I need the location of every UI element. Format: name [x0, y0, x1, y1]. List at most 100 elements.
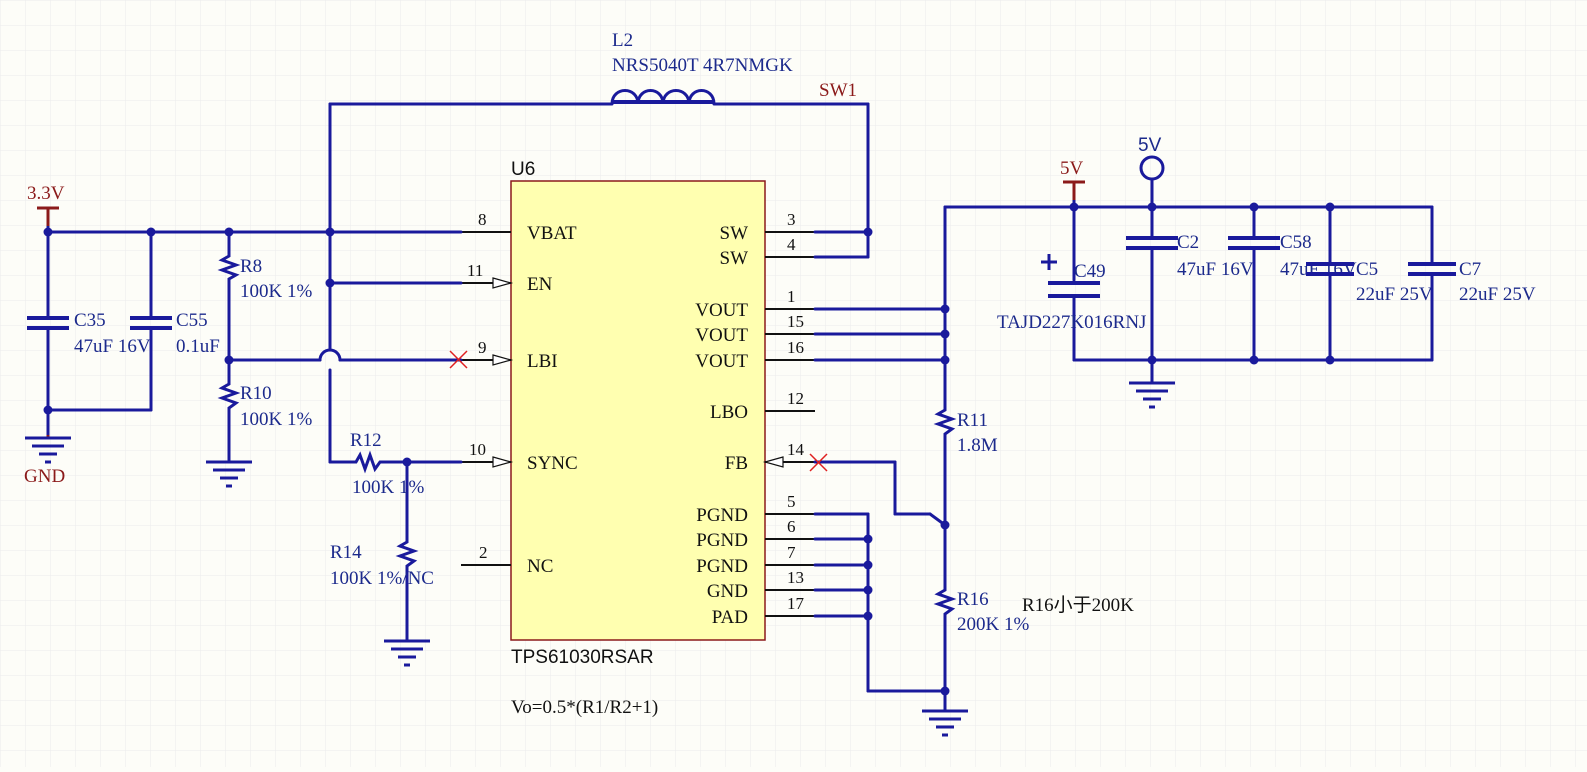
- ground-symbol-r10: [206, 460, 252, 488]
- r12-value: 100K 1%: [352, 477, 424, 498]
- pin-name-lbo: LBO: [710, 402, 748, 423]
- c58-ref: C58: [1280, 232, 1312, 253]
- pin-number-16: 16: [787, 338, 804, 357]
- pin-number-10: 10: [469, 440, 486, 459]
- pin-number-12: 12: [787, 389, 804, 408]
- u6-ref: U6: [511, 159, 535, 180]
- pin-name-sw-3: SW: [720, 223, 749, 244]
- pin-name-en: EN: [527, 274, 553, 295]
- no-connect-lbi: [449, 350, 468, 369]
- resistor-r16[interactable]: R16 200K 1%: [933, 586, 1029, 635]
- ground-symbol-output: [1129, 381, 1175, 409]
- pin-name-lbi: LBI: [527, 351, 558, 372]
- c35-ref: C35: [74, 310, 106, 331]
- resistor-r10[interactable]: R10 100K 1%: [217, 380, 312, 430]
- pin-number-3: 3: [787, 210, 796, 229]
- c2-value: 47uF 16V: [1177, 259, 1254, 280]
- pin-name-nc: NC: [527, 556, 553, 577]
- power-5v-circle-label: 5V: [1138, 135, 1162, 156]
- r14-value: 100K 1%/NC: [330, 568, 434, 589]
- c5-ref: C5: [1356, 259, 1378, 280]
- r11-value: 1.8M: [957, 435, 998, 456]
- capacitor-c35[interactable]: C35 47uF 16V: [27, 310, 151, 357]
- capacitor-c55[interactable]: C55 0.1uF: [130, 310, 220, 357]
- pin-number-6: 6: [787, 517, 796, 536]
- u6-left-pin-lines: [461, 231, 514, 566]
- c49-ref: C49: [1074, 261, 1106, 282]
- pin-name-sync: SYNC: [527, 453, 578, 474]
- ground-symbol-gnd: GND: [24, 435, 71, 487]
- pin-name-pgnd-5: PGND: [696, 505, 748, 526]
- pin-number-17: 17: [787, 594, 805, 613]
- u6-ic[interactable]: U6 TPS61030RSAR VBAT EN LBI SYNC NC 8 11…: [461, 159, 815, 668]
- capacitor-c2[interactable]: C2 47uF 16V: [1126, 232, 1254, 280]
- pin-name-pad-17: PAD: [712, 607, 748, 628]
- u6-part-number: TPS61030RSAR: [511, 647, 654, 668]
- pin-name-vout-16: VOUT: [695, 351, 748, 372]
- r12-ref: R12: [350, 430, 382, 451]
- pin-name-pgnd-7: PGND: [696, 556, 748, 577]
- pin-number-8: 8: [478, 210, 487, 229]
- power-3v3: 3.3V: [27, 183, 65, 226]
- c35-value: 47uF 16V: [74, 336, 151, 357]
- c7-value: 22uF 25V: [1459, 284, 1536, 305]
- resistor-r8[interactable]: R8 100K 1%: [217, 252, 312, 302]
- pin-number-1: 1: [787, 287, 796, 306]
- r16-note: R16小于200K: [1022, 594, 1134, 616]
- capacitor-c7[interactable]: C7 22uF 25V: [1408, 259, 1536, 305]
- pin-name-gnd-13: GND: [707, 581, 748, 602]
- power-3v3-label: 3.3V: [27, 183, 65, 204]
- pin-number-11: 11: [467, 261, 483, 280]
- wires: [46, 102, 1434, 712]
- c2-ref: C2: [1177, 232, 1199, 253]
- l2-ref: L2: [612, 30, 633, 51]
- pin-number-7: 7: [787, 543, 796, 562]
- capacitor-c49[interactable]: C49 TAJD227K016RNJ: [997, 254, 1146, 333]
- ground-symbol-r14: [384, 639, 430, 667]
- power-5v-bar: 5V: [1060, 158, 1085, 200]
- r10-ref: R10: [240, 383, 272, 404]
- r10-value: 100K 1%: [240, 409, 312, 430]
- c5-value: 22uF 25V: [1356, 284, 1433, 305]
- resistor-r12[interactable]: R12 100K 1%: [350, 430, 424, 498]
- pin-name-vbat: VBAT: [527, 223, 577, 244]
- no-connect-fb: [809, 453, 828, 472]
- pin-number-13: 13: [787, 568, 804, 587]
- resistor-r11[interactable]: R11 1.8M: [933, 406, 998, 456]
- pin-name-vout-15: VOUT: [695, 325, 748, 346]
- l2-value: NRS5040T 4R7NMGK: [612, 55, 793, 76]
- u6-right-pin-lines: [762, 231, 815, 617]
- power-5v-circle: 5V: [1138, 135, 1165, 181]
- c55-ref: C55: [176, 310, 208, 331]
- pin-name-sw-4: SW: [720, 248, 749, 269]
- formula-note: Vo=0.5*(R1/R2+1): [511, 697, 658, 718]
- c7-ref: C7: [1459, 259, 1481, 280]
- resistor-r14[interactable]: R14 100K 1%/NC: [330, 538, 434, 589]
- r11-ref: R11: [957, 410, 988, 431]
- r8-value: 100K 1%: [240, 281, 312, 302]
- pin-number-2: 2: [479, 543, 488, 562]
- pin-number-14: 14: [787, 440, 805, 459]
- ground-symbol-pgnd: [922, 709, 968, 737]
- r16-ref: R16: [957, 589, 989, 610]
- pin-number-9: 9: [478, 338, 487, 357]
- u6-body: [510, 180, 766, 641]
- pin-number-15: 15: [787, 312, 804, 331]
- pin-name-pgnd-6: PGND: [696, 530, 748, 551]
- c49-value: TAJD227K016RNJ: [997, 312, 1146, 333]
- capacitor-c5[interactable]: C5 22uF 25V: [1306, 259, 1433, 305]
- c55-value: 0.1uF: [176, 336, 220, 357]
- pin-number-5: 5: [787, 492, 796, 511]
- pin-number-4: 4: [787, 235, 796, 254]
- inductor-l2[interactable]: L2 NRS5040T 4R7NMGK: [610, 30, 793, 105]
- power-5v-bar-label: 5V: [1060, 158, 1084, 179]
- junction-dots: [43, 202, 1335, 696]
- r8-ref: R8: [240, 256, 262, 277]
- gnd-label: GND: [24, 466, 65, 487]
- r16-value: 200K 1%: [957, 614, 1029, 635]
- net-label-sw1: SW1: [819, 80, 857, 101]
- r14-ref: R14: [330, 542, 362, 563]
